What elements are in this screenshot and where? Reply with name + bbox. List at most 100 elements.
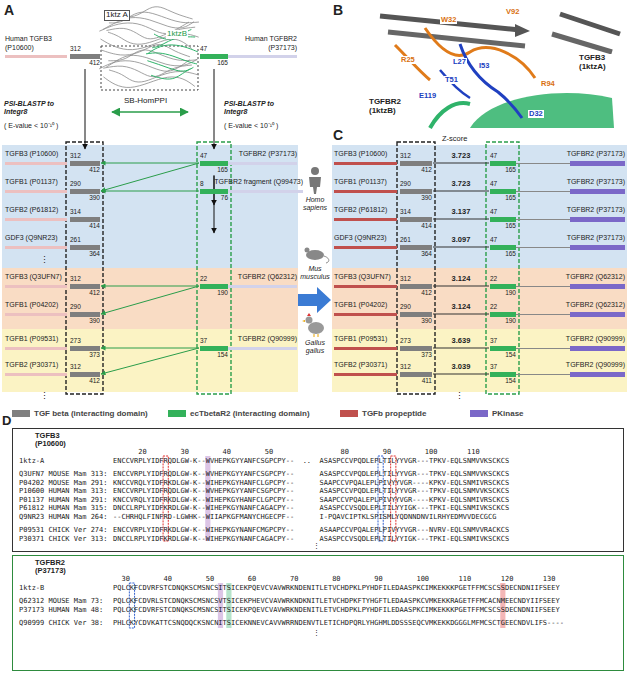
alignment-text: DNCCLRPLYIDFKRDLGW-K--WIHEPKGYNANFCAGACP…: [113, 536, 509, 543]
protein-name: TGFB2 (P30371): [5, 361, 58, 368]
residue-position: 290: [400, 181, 411, 188]
dashed-column: [66, 142, 103, 394]
species-name: Mus musculus: [298, 265, 332, 280]
protein-bar: TGFBR2 (P37173)47165: [490, 150, 625, 175]
protein-body: [228, 285, 297, 288]
legend-swatch: [168, 410, 186, 417]
residue-position: 76: [221, 195, 228, 202]
interacting-domain: [70, 284, 100, 289]
residue-position: 37: [200, 338, 207, 345]
protein-name: TGFB1 (P04202): [5, 301, 58, 308]
evalue-threshold: ( E-value < 10⁻¹⁰ ): [4, 122, 58, 130]
residue-position: 373: [89, 352, 100, 359]
linker-line: [516, 374, 570, 375]
residue-position: 47: [490, 153, 497, 160]
alignment-text: Q62312 MOUSE Mam 73:: [19, 598, 103, 605]
residue-position: 412: [89, 378, 100, 385]
protein-name: TGFB1 (P01137): [5, 178, 58, 185]
alignment-text: P37173 HUMAN Mam 48:: [19, 607, 103, 614]
protein-bar: TGFB2 (P30371)312411: [334, 361, 432, 386]
backbone-trace: [151, 69, 190, 79]
residue-position: 154: [505, 352, 516, 359]
kinase-domain: [570, 245, 625, 250]
structure-1ktz: [99, 7, 199, 88]
kinase-domain: [570, 346, 625, 351]
homology-arrow: [101, 348, 199, 349]
residue-position: 411: [422, 378, 432, 385]
protein-bar: TGFB3 (Q3UFN7)312412: [5, 273, 100, 298]
zscore-link: [433, 285, 489, 286]
protein-name: GDF3 (Q9NR23): [334, 234, 387, 241]
protein-bar: TGFBR2 (Q62312)22190: [490, 301, 625, 326]
alignment-text: PQLCKFCDVRLSTCDNQKSCMSNCSVTSICEKPHEVCVAV…: [113, 598, 560, 605]
residue-position: 290: [70, 181, 81, 188]
interacting-domain: [490, 189, 516, 194]
chain-label: TGFB3 (1ktzA): [578, 54, 624, 72]
search-method: PSI-BLASTP to Integr8: [224, 100, 284, 115]
interacting-domain: [200, 284, 228, 289]
protein-bar: GDF3 (Q9NR23)261364: [5, 234, 100, 259]
alignment-heading: (P37173): [35, 567, 66, 575]
species-name: Homo sapiens: [298, 196, 332, 211]
alignment-text: P09531 CHICK Ver 274:: [19, 527, 108, 534]
interacting-domain: [200, 346, 228, 351]
protein-bar: TGFB2 (P30371)312412: [5, 361, 100, 386]
protein-name: Human TGFB3: [5, 35, 52, 42]
protein-bar: TGFB3 (P10600)312412: [5, 150, 100, 175]
protein-bar: TGFBR2 (P37173)47165: [490, 206, 625, 231]
alignment-text: 30 40 50 60 70 80 90 100 110 120 130: [113, 576, 556, 583]
zscore-link: [433, 218, 489, 219]
residue-position: 273: [400, 338, 411, 345]
propeptide-bar: [5, 55, 67, 58]
protein-bar: TGFBR2 (P37173)47165: [200, 150, 297, 175]
alignment-text: PQLCKFCDVRFSTCDNQKSCMSNCSITSICEKPQEVCVAV…: [113, 585, 560, 592]
backbone-trace: [148, 45, 198, 53]
residue-position: 165: [505, 195, 516, 202]
backbone-trace: [108, 50, 197, 61]
protein-name: TGFB3 (Q3UFN7): [5, 273, 62, 280]
residue-position: 190: [217, 290, 228, 297]
protein-body: [228, 55, 297, 58]
alignment-heading: (P10600): [35, 440, 66, 448]
interacting-domain: [400, 346, 432, 351]
residue-position: 412: [421, 167, 432, 174]
protein-name: TGFBR2 fragment (Q99473): [214, 178, 303, 185]
legend-entry: TGFb propeptide: [340, 404, 426, 422]
alignment-text: P30371 CHICK Ver 313:: [19, 536, 108, 543]
zscore-value: 3.124: [452, 303, 471, 311]
linker-line: [516, 348, 570, 349]
zscore-value: 3.124: [452, 275, 471, 283]
search-method: PSI-BLASTP to Integr8: [4, 100, 64, 115]
zscore-value: 3.723: [452, 152, 471, 160]
backbone-trace: [147, 61, 193, 71]
chicken-icon: [302, 313, 324, 337]
panel-letter: D: [2, 414, 11, 428]
legend-entry: PKinase: [470, 404, 524, 422]
residue-position: 8: [200, 181, 204, 188]
residue-position: 22: [490, 304, 497, 311]
alignment-text: P01137 HUMAN Mam 291:: [19, 497, 108, 504]
homology-arrow: [101, 163, 199, 191]
propeptide-bar: [334, 190, 397, 193]
residue-position: 390: [89, 318, 100, 325]
protein-bar: TGFBR2 (Q62312)22190: [490, 273, 625, 298]
interacting-domain: [70, 54, 100, 59]
protein-name: TGFBR2 (Q90999): [566, 335, 625, 342]
protein-bar: TGFB3 (Q3UFN7)312412: [334, 273, 432, 298]
alignment-text: PHLCKYCDVKATTCSNQDQCKSNCNITSICEKNNEVCAVV…: [113, 620, 564, 627]
residue-position: 261: [400, 237, 411, 244]
alignment-text: ⋮: [313, 543, 320, 550]
alignment-box: TGFBR2(P37173) 30 40 50 60 70 80 90 100 …: [12, 555, 624, 671]
alignment-text: P61812 HUMAN Mam 315:: [19, 505, 108, 512]
propeptide-bar: [334, 347, 397, 350]
linker-line: [516, 247, 570, 248]
propeptide-bar: [334, 285, 397, 288]
interacting-domain: [490, 161, 516, 166]
zscore-link: [433, 347, 489, 348]
propeptide-bar: [5, 313, 67, 316]
residue-position: 290: [400, 304, 411, 311]
legend-text: TGF beta (interacting domain): [34, 409, 148, 418]
interacting-domain: [490, 284, 516, 289]
protein-bar: TGFB2 (P61812)314414: [5, 206, 100, 231]
zscore-link: [433, 373, 489, 374]
